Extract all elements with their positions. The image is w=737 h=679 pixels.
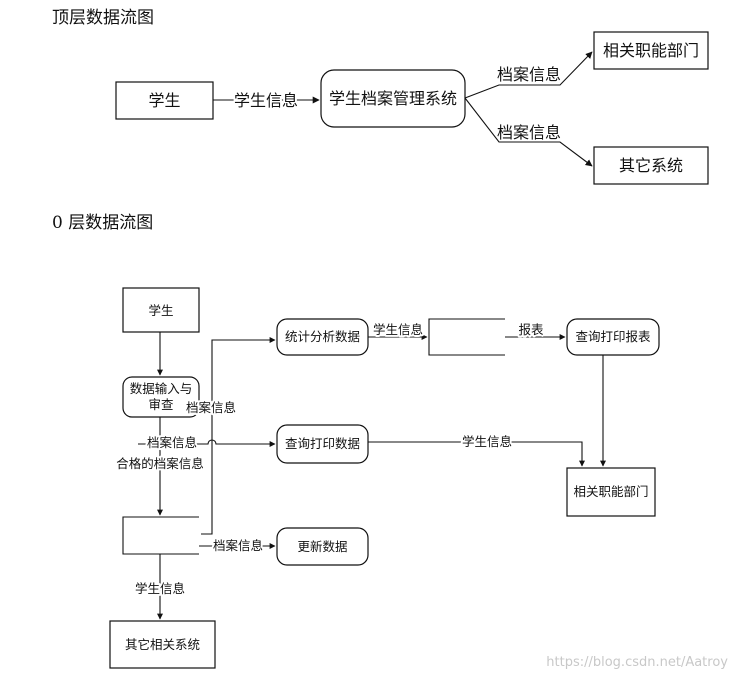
top-departments-entity: 相关职能部门 xyxy=(593,31,709,70)
l0-flow-update-label: 档案信息 xyxy=(213,538,263,553)
l0-query-print-data-label: 查询打印数据 xyxy=(285,436,360,451)
l0-flow-query-to-departments xyxy=(368,441,585,467)
top-flow-archive-down-arrow xyxy=(464,97,593,167)
l0-stats-analysis-label: 统计分析数据 xyxy=(285,329,360,344)
top-flow-archive-up-label: 档案信息 xyxy=(497,65,561,84)
level0-heading: 0 层数据流图 xyxy=(52,213,153,233)
l0-student-label: 学生 xyxy=(148,303,173,318)
l0-flow-other-label: 学生信息 xyxy=(135,581,185,596)
top-flow-archive-down-label: 档案信息 xyxy=(497,123,561,142)
top-other-systems-entity: 其它系统 xyxy=(593,146,709,185)
l0-flow-report-label: 报表 xyxy=(518,322,544,337)
l0-departments-label: 相关职能部门 xyxy=(573,484,648,499)
l0-flow-archive-b-label: 档案信息 xyxy=(147,435,197,450)
top-student-entity: 学生 xyxy=(115,81,214,120)
top-flow-student-info-label: 学生信息 xyxy=(234,91,298,110)
l0-input-review-process: 数据输入与 审查 xyxy=(122,376,200,418)
l0-flow-store-to-stats xyxy=(201,337,276,535)
top-student-label: 学生 xyxy=(148,91,180,110)
l0-data-store-report xyxy=(428,318,505,356)
l0-query-print-report-process: 查询打印报表 xyxy=(566,318,660,356)
l0-flow-query-label: 学生信息 xyxy=(462,434,512,449)
watermark-text: https://blog.csdn.net/Aatroy xyxy=(546,655,728,670)
top-level-heading: 顶层数据流图 xyxy=(52,8,154,28)
l0-flow-to-query-data xyxy=(138,439,276,447)
l0-flow-qualified-label: 合格的档案信息 xyxy=(116,456,204,471)
l0-departments-entity: 相关职能部门 xyxy=(566,467,656,517)
l0-input-review-label-1: 数据输入与 xyxy=(130,381,193,396)
l0-query-print-data-process: 查询打印数据 xyxy=(276,424,369,464)
l0-input-review-label-2: 审查 xyxy=(148,397,174,412)
l0-stats-analysis-process: 统计分析数据 xyxy=(276,318,369,356)
l0-flow-stats-label: 学生信息 xyxy=(373,322,423,337)
l0-update-data-process: 更新数据 xyxy=(276,527,369,566)
top-other-systems-label: 其它系统 xyxy=(619,156,683,175)
l0-query-print-report-label: 查询打印报表 xyxy=(575,329,651,344)
l0-student-entity: 学生 xyxy=(122,287,200,333)
top-departments-label: 相关职能部门 xyxy=(603,41,699,60)
top-flow-archive-up-arrow xyxy=(464,51,593,99)
l0-other-systems-label: 其它相关系统 xyxy=(125,637,200,652)
l0-update-data-label: 更新数据 xyxy=(297,539,347,554)
l0-data-store-archive xyxy=(122,516,199,555)
l0-other-systems-entity: 其它相关系统 xyxy=(109,620,216,669)
l0-flow-archive-a-label: 档案信息 xyxy=(186,400,236,415)
top-system-label: 学生档案管理系统 xyxy=(329,89,457,108)
top-system-process: 学生档案管理系统 xyxy=(320,69,466,128)
